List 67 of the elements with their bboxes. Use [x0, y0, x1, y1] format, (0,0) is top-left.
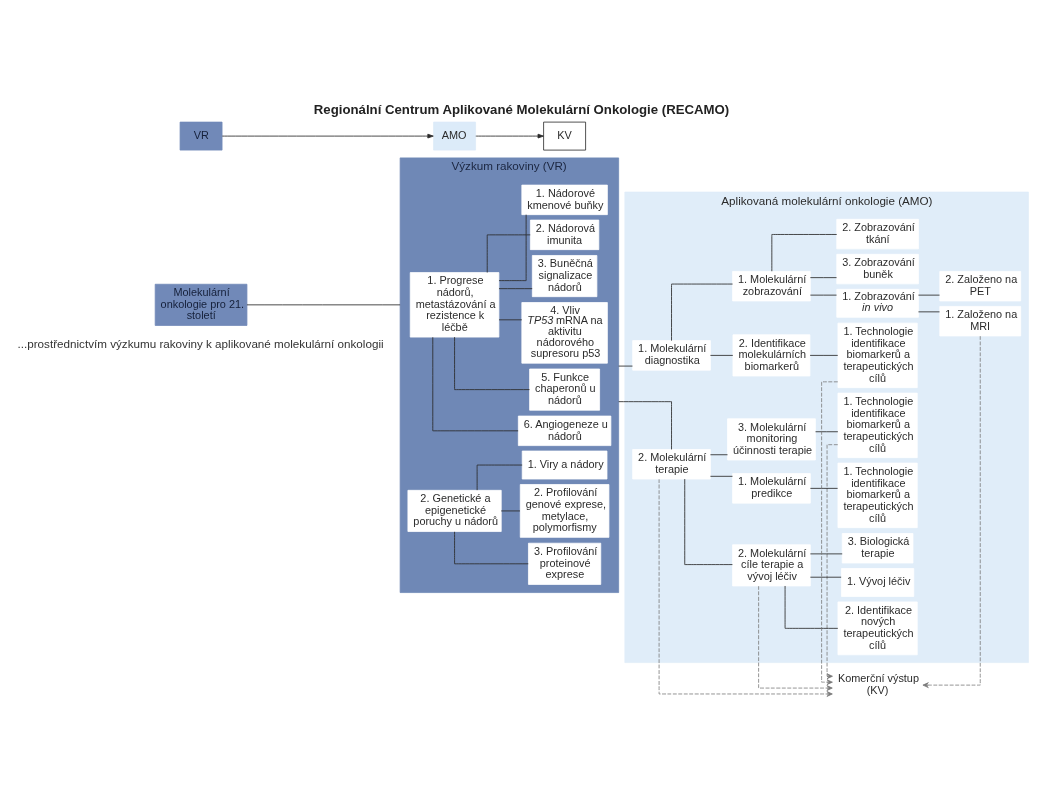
arrow [826, 443, 839, 679]
node-box: 2. Genetické a epigenetické poruchy u nádorů [407, 489, 502, 532]
node-box: 2. Nádorová imunita [530, 219, 600, 250]
arrow [821, 380, 839, 685]
connector [809, 576, 842, 578]
arrow [658, 478, 833, 697]
node-box: 1. Viry a nádory [521, 450, 608, 479]
node-box: 1. Nádorové kmenové buňky [521, 184, 608, 215]
node-box: 2. Profilování genové exprese, metylace, polymorfismy [519, 483, 610, 538]
connector [432, 336, 519, 431]
connector [498, 213, 527, 281]
connector [684, 478, 733, 565]
connector [784, 585, 839, 629]
connector [809, 487, 839, 489]
node-box: 2. Molekulární cíle terapie a vývoj léčiv [732, 543, 811, 586]
connector [710, 453, 728, 455]
node-box: 2. Identifikace nových terapeutických cílů [837, 601, 918, 655]
connector [454, 336, 530, 390]
connector [771, 233, 838, 272]
node-box: 5. Funkce chaperonů u nádorů [529, 368, 600, 411]
node-box: 1. Založeno na MRI [939, 305, 1022, 336]
connector [498, 318, 523, 320]
connector [815, 430, 839, 432]
arrow [758, 585, 833, 691]
node-box: 1. Molekulární diagnostika [632, 339, 711, 371]
connector [809, 276, 837, 278]
node-box: 1. Technologie identifikace biomarkerů a terapeutických cílů [837, 462, 918, 528]
node-box: Molekulární onkologie pro 21. století [154, 283, 248, 326]
node-box: VR [179, 121, 223, 150]
node-box: 6. Angiogeneze u nádorů [517, 415, 612, 446]
node-box: 3. Biologická terapie [841, 532, 914, 563]
connector [486, 233, 531, 273]
connector [498, 287, 533, 289]
node-text: Komerční výstup (KV) [837, 671, 919, 696]
node-box: 3. Profilování proteinové exprese [528, 542, 602, 585]
connector [618, 400, 672, 450]
node-box: 3. Molekulární monitoring účinnosti terapie [727, 417, 816, 460]
connector [454, 530, 529, 564]
arrow [922, 335, 981, 688]
node-box: 2. Založeno na PET [939, 270, 1022, 301]
node-box: 1. Progrese nádorů, metastázování a rezistence k léčbě [409, 271, 500, 337]
node-box: KV [543, 121, 586, 150]
connector [246, 303, 401, 305]
label: ...prostřednictvím výzkumu rakoviny k aplikované molekulární onkologii [17, 336, 384, 350]
connector [809, 354, 839, 356]
connector [671, 283, 733, 341]
node-box: 3. Zobrazování buněk [836, 253, 919, 284]
node-box: 1. Technologie identifikace biomarkerů a terapeutických cílů [837, 392, 918, 458]
connector [500, 510, 521, 511]
node-box: 1. Molekulární zobrazování [732, 270, 811, 301]
node-box: 3. Buněčná signalizace nádorů [531, 254, 598, 297]
node-box: 1. Vývoj léčiv [841, 567, 915, 597]
node-box: 2. Identifikace molekulárních biomarkerů [732, 333, 811, 376]
node-box: 1. Technologie identifikace biomarkerů a terapeutických cílů [837, 322, 918, 388]
connector [476, 464, 523, 491]
arrow [475, 133, 544, 138]
node-box: 1. Zobrazování in vivo [836, 288, 919, 318]
node-box: AMO [433, 121, 476, 150]
connector [710, 354, 734, 356]
diagram-title: Regionální Centrum Aplikované Molekulární Onkologie (RECAMO) [313, 101, 730, 117]
node-box: 1. Molekulární predikce [732, 472, 811, 504]
node-box: 2. Molekulární terapie [632, 448, 711, 479]
node-box: 4. Vliv TP53 mRNA na aktivitu nádorového supresoru p53 [521, 301, 608, 364]
connector [809, 552, 843, 554]
node-box: 2. Zobrazování tkání [836, 218, 919, 249]
connector [710, 475, 733, 477]
arrow [221, 133, 434, 138]
